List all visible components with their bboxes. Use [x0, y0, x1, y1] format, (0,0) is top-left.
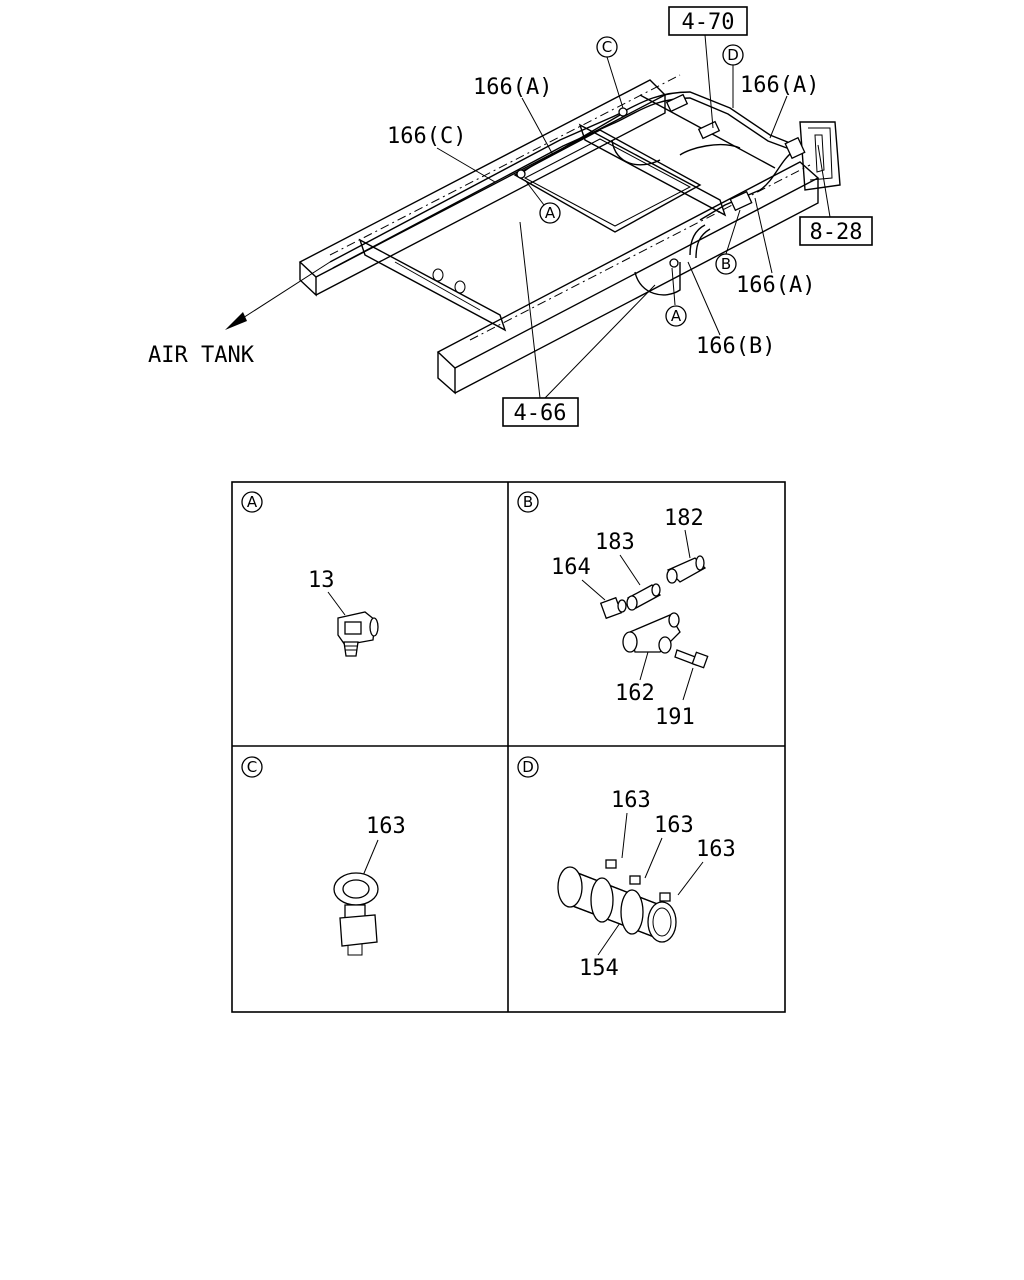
label-166b: 166(B) [696, 334, 775, 359]
panel-d: D 163 163 163 154 [517, 756, 736, 981]
air-pipes [329, 91, 806, 269]
connector-182 [666, 555, 707, 584]
panel-c-label-163: 163 [366, 814, 406, 839]
ref-box-4-70: 4-70 [668, 6, 748, 36]
ref-box-8-28: 8-28 [799, 216, 873, 246]
panel-c: C 163 [241, 756, 406, 956]
panel-b-label-182: 182 [664, 506, 704, 531]
chassis-frame [298, 74, 841, 395]
cap-164 [599, 596, 627, 620]
panel-a-letter: A [247, 493, 258, 511]
panel-b-label-191: 191 [655, 705, 695, 730]
panel-b: B 182 183 164 162 191 [517, 491, 709, 730]
clip-163 [333, 872, 379, 956]
label-166a-lower: 166(A) [736, 273, 815, 298]
elbow-fitting [337, 611, 379, 657]
panel-d-label-154: 154 [579, 956, 619, 981]
label-166a-right: 166(A) [740, 73, 819, 98]
panel-c-letter: C [247, 758, 257, 776]
panel-b-label-164: 164 [551, 555, 591, 580]
callout-circles: C D A A B [539, 36, 744, 327]
panel-d-label-163-a: 163 [611, 788, 651, 813]
ref-4-66: 4-66 [514, 401, 567, 426]
ref-4-70: 4-70 [682, 10, 735, 35]
hose-sleeve-154 [557, 859, 677, 943]
label-166c: 166(C) [387, 124, 466, 149]
panel-d-label-163-c: 163 [696, 837, 736, 862]
callout-b: B [721, 255, 731, 273]
panel-d-label-163-b: 163 [654, 813, 694, 838]
panel-b-letter: B [523, 493, 533, 511]
leader-lines [436, 34, 831, 399]
panel-d-letter: D [522, 758, 534, 776]
panel-a-label-13: 13 [308, 568, 335, 593]
callout-a-2: A [671, 307, 682, 325]
air-tank-arrow [225, 261, 331, 330]
panel-b-label-183: 183 [595, 530, 635, 555]
callout-c: C [602, 38, 612, 56]
bolt-191 [674, 649, 709, 669]
label-166a-top: 166(A) [473, 75, 552, 100]
callout-a-1: A [545, 204, 556, 222]
ref-box-4-66: 4-66 [502, 397, 579, 427]
panel-a: A 13 [241, 491, 379, 657]
tee-162 [622, 612, 681, 654]
callout-d: D [727, 46, 739, 64]
air-tank-label: AIR TANK [148, 343, 255, 368]
ref-8-28: 8-28 [810, 220, 863, 245]
connector-183 [626, 583, 661, 611]
panel-b-label-162: 162 [615, 681, 655, 706]
detail-grid [231, 481, 786, 1013]
